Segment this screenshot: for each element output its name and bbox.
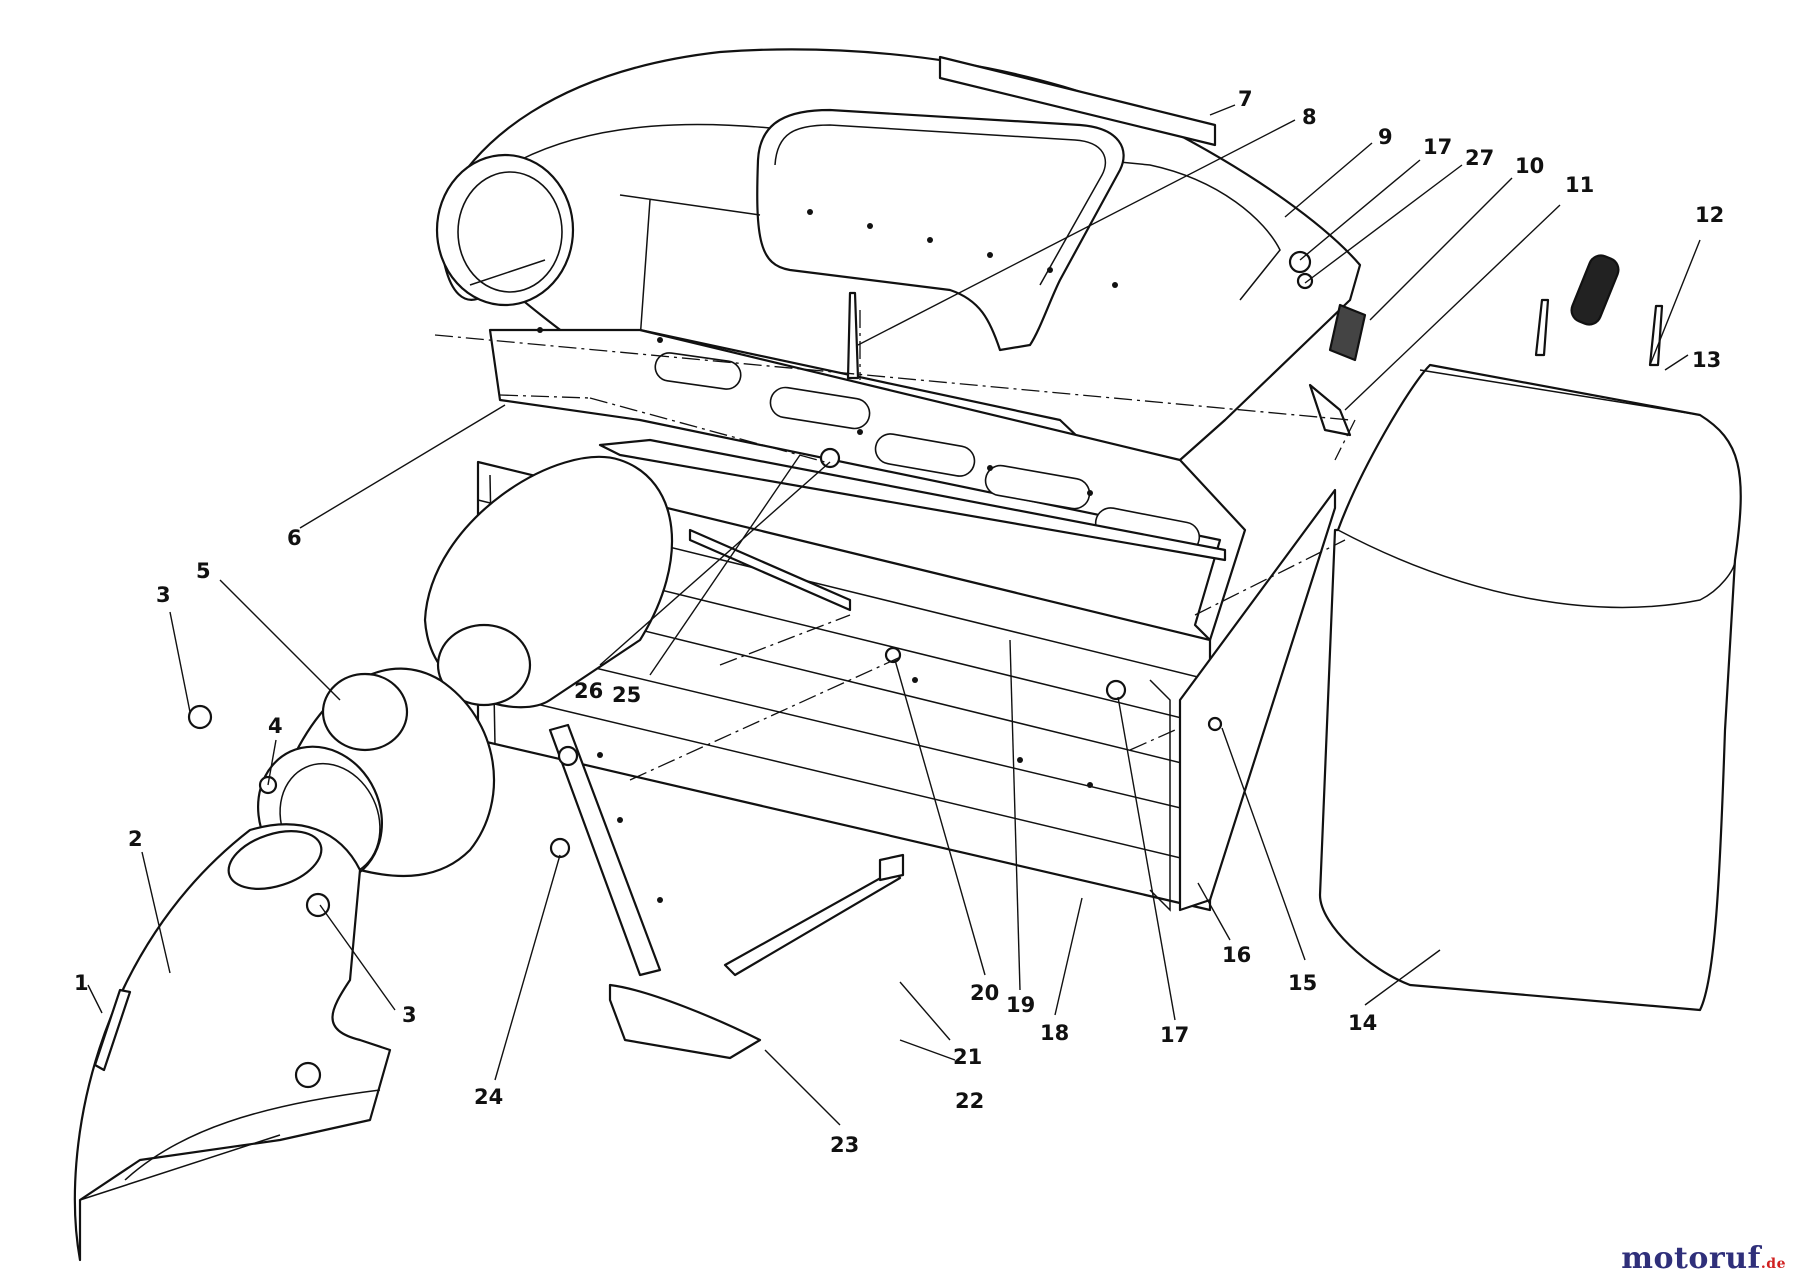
hood-base-rail (488, 328, 1247, 642)
callout-10: 10 (1515, 154, 1544, 178)
callout-25: 25 (612, 683, 641, 707)
callout-18: 18 (1040, 1021, 1069, 1045)
callout-17a: 17 (1423, 135, 1452, 159)
hardware-holes (537, 209, 1118, 903)
callout-3a: 3 (156, 583, 171, 607)
callout-1: 1 (74, 971, 89, 995)
callout-16: 16 (1222, 943, 1251, 967)
assembly-lines (434, 310, 1356, 781)
callout-4: 4 (268, 714, 283, 738)
watermark-logo: motoruf.de (1621, 1241, 1786, 1276)
grass-bag (1318, 298, 1742, 1012)
callout-27: 27 (1465, 146, 1494, 170)
callout-labels: 1 2 3 3 4 5 6 7 8 9 17 27 10 11 12 13 14… (74, 87, 1724, 1157)
callout-21: 21 (953, 1045, 982, 1069)
callout-12: 12 (1695, 203, 1724, 227)
callout-14: 14 (1348, 1011, 1377, 1035)
discharge-tube (73, 455, 674, 1262)
callout-8: 8 (1302, 105, 1317, 129)
decal-chute (93, 988, 132, 1072)
leader-lines (87, 104, 1701, 1126)
callout-17b: 17 (1160, 1023, 1189, 1047)
decal-top (938, 55, 1217, 147)
watermark-tld: .de (1760, 1256, 1786, 1272)
callout-22: 22 (955, 1089, 984, 1113)
callout-2: 2 (128, 827, 143, 851)
callout-7: 7 (1238, 87, 1253, 111)
callout-6: 6 (287, 526, 302, 550)
support-bracket (548, 723, 905, 1060)
hood-cover (435, 48, 1362, 517)
callout-5: 5 (196, 559, 211, 583)
callout-19: 19 (1006, 993, 1035, 1017)
callout-26: 26 (574, 679, 603, 703)
watermark-brand: motoruf (1621, 1241, 1761, 1276)
callout-23: 23 (830, 1133, 859, 1157)
side-panel (1178, 488, 1337, 912)
callout-3b: 3 (402, 1003, 417, 1027)
callout-24: 24 (474, 1085, 503, 1109)
callout-15: 15 (1288, 971, 1317, 995)
callout-13: 13 (1692, 348, 1721, 372)
callout-11: 11 (1565, 173, 1594, 197)
callout-20: 20 (970, 981, 999, 1005)
handle-grip (1570, 254, 1620, 326)
callout-9: 9 (1378, 125, 1393, 149)
fasteners (187, 250, 1367, 1089)
